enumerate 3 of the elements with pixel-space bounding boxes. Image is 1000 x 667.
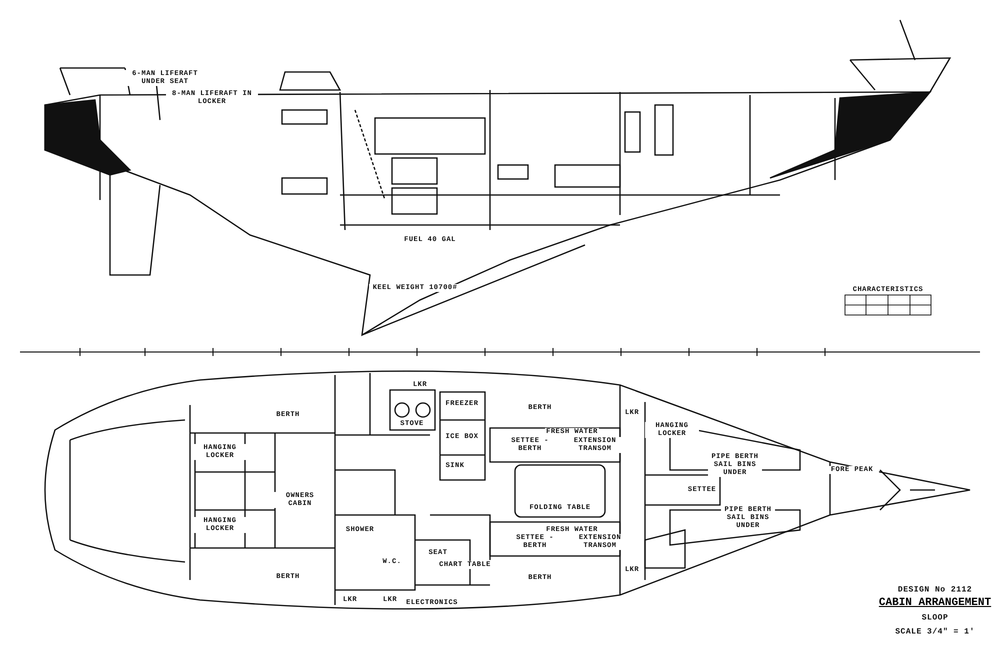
title-block-text: DESIGN No 2112 xyxy=(896,586,974,594)
title-block-text: SLOOP xyxy=(920,614,950,622)
title-text: CABIN ARRANGEMENT xyxy=(878,597,992,609)
